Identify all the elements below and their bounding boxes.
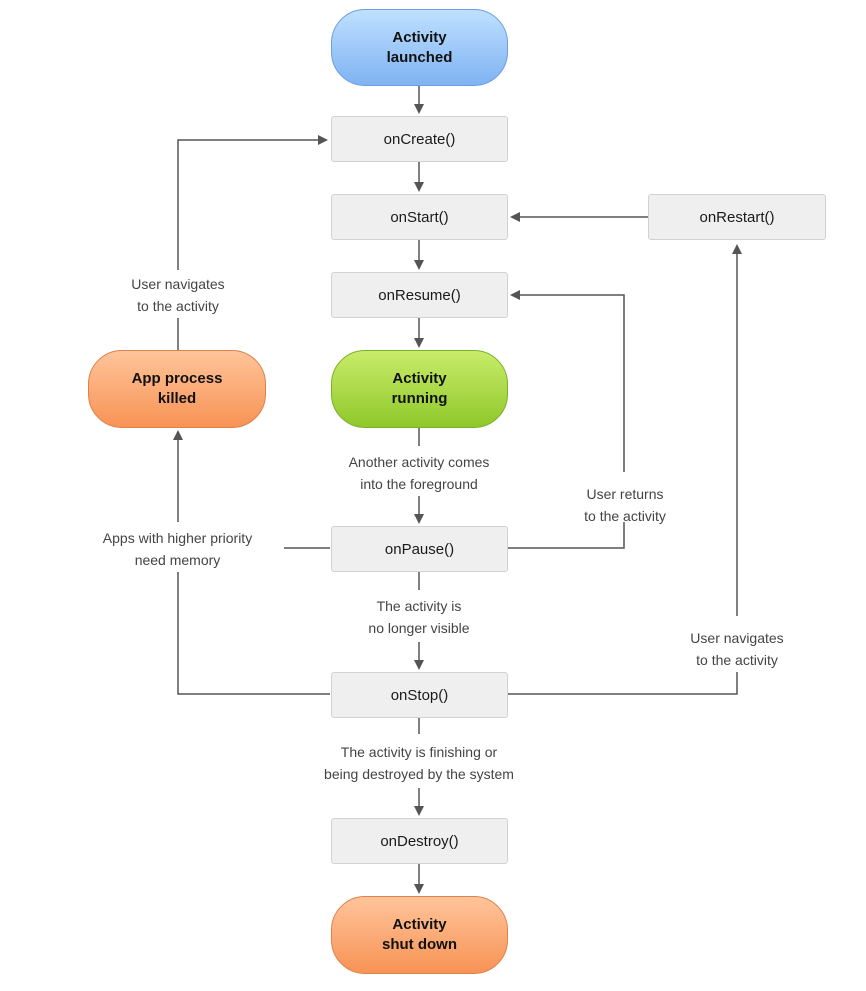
method-on-destroy: onDestroy() (331, 818, 508, 864)
method-on-start: onStart() (331, 194, 508, 240)
method-on-restart: onRestart() (648, 194, 826, 240)
state-app-process-killed: App process killed (88, 350, 266, 428)
method-on-stop: onStop() (331, 672, 508, 718)
arrow-pause-to-resume-top (510, 290, 625, 472)
arrow-stop-to-restart (508, 672, 738, 695)
label-user-navigates-left: User navigates to the activity (131, 276, 225, 314)
method-on-create: onCreate() (331, 116, 508, 162)
arrow-stop-to-killed (177, 572, 330, 695)
label-higher-priority: Apps with higher priority need memory (102, 530, 253, 568)
label-activity-finishing: The activity is finishing or being destr… (324, 744, 514, 782)
state-activity-shut-down: Activity shut down (331, 896, 508, 974)
arrow-pause-to-resume (508, 522, 625, 549)
label-user-navigates-right: User navigates to the activity (690, 630, 784, 668)
label-user-returns: User returns to the activity (584, 486, 666, 524)
method-on-resume: onResume() (331, 272, 508, 318)
state-activity-launched: Activity launched (331, 9, 508, 86)
label-no-longer-visible: The activity is no longer visible (368, 598, 470, 636)
arrow-killed-to-create (177, 135, 328, 270)
label-another-activity: Another activity comes into the foregrou… (348, 454, 490, 492)
state-activity-running: Activity running (331, 350, 508, 428)
method-on-pause: onPause() (331, 526, 508, 572)
